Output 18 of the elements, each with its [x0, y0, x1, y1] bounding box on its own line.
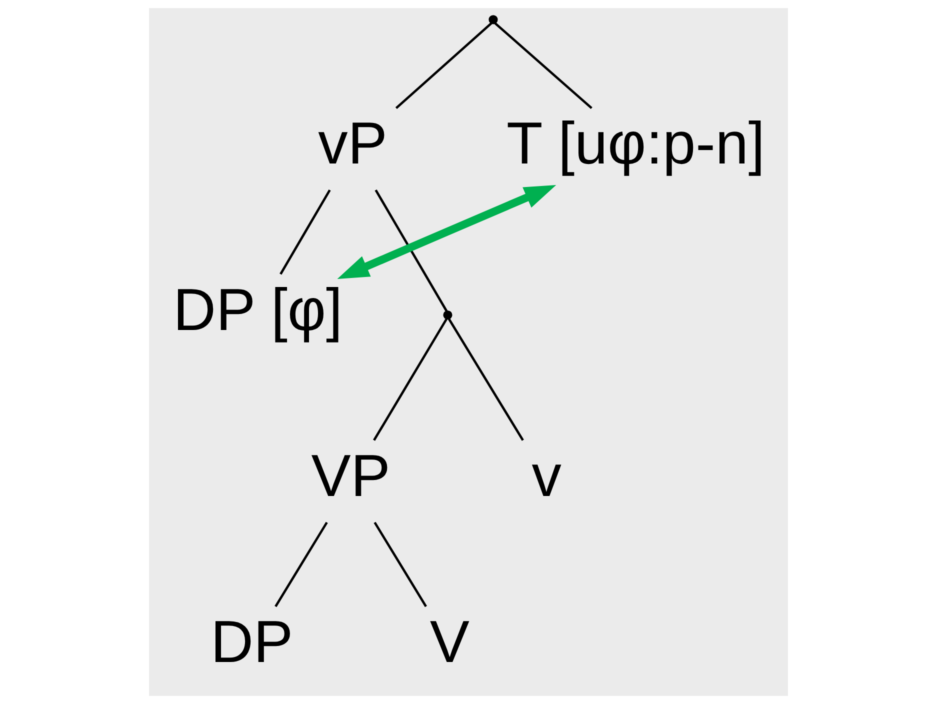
node-point: [488, 15, 498, 24]
node-text: V: [429, 608, 469, 676]
connector: [447, 318, 524, 441]
arrow: [336, 184, 556, 279]
node-text: DP: [210, 608, 293, 676]
node-text: DP [φ]: [172, 276, 342, 343]
connector: [374, 189, 448, 312]
connector: [372, 318, 448, 441]
connector: [394, 22, 492, 110]
connector: [274, 522, 328, 608]
connector: [373, 522, 426, 608]
node-text: vP: [318, 110, 387, 177]
node-point: [442, 310, 452, 320]
node-text: VP: [310, 442, 390, 510]
node-text: v: [531, 442, 561, 510]
node-text: T [uφ:p-n]: [506, 110, 764, 177]
connector: [279, 189, 330, 275]
connector: [494, 22, 592, 110]
